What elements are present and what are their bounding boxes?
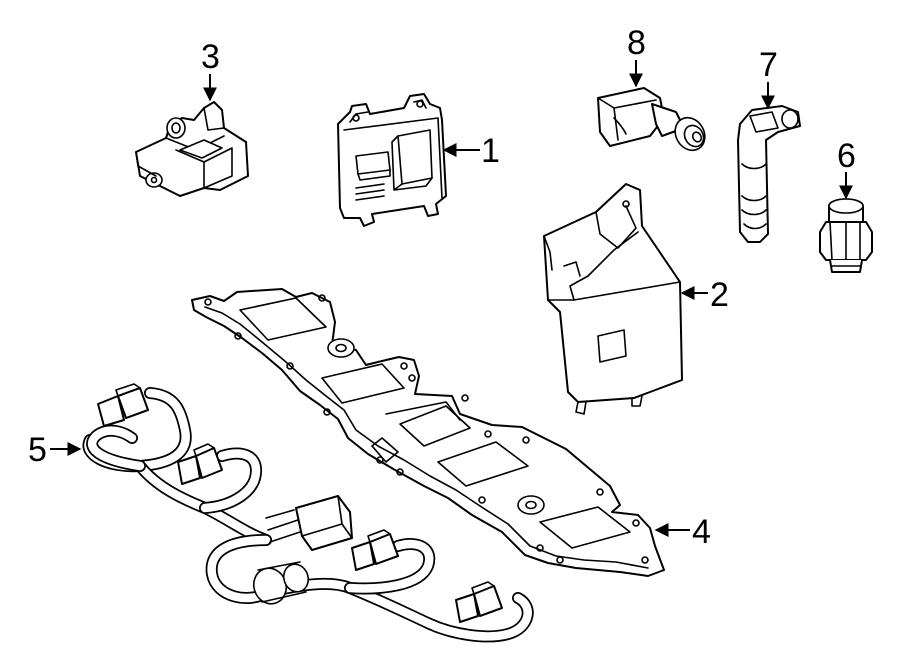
- callout-6: 6: [837, 137, 856, 175]
- callout-7: 7: [759, 46, 778, 84]
- module-bracket: [543, 183, 683, 415]
- position-sensor: [597, 87, 706, 152]
- callout-4: 4: [692, 513, 711, 551]
- wiring-harness: [82, 383, 534, 643]
- spark-plug-wire-boot: [737, 105, 801, 243]
- callout-2: 2: [710, 276, 729, 314]
- callout-3: 3: [201, 38, 220, 76]
- callout-5: 5: [28, 431, 47, 469]
- pressure-sensor: [819, 198, 873, 273]
- control-module: [337, 93, 447, 227]
- callout-labels: 1 2 3 4 5 6 7 8: [28, 24, 856, 551]
- callout-1: 1: [481, 132, 500, 170]
- ignition-coil: [135, 101, 249, 197]
- leader-lines: [50, 60, 853, 537]
- callout-8: 8: [627, 24, 646, 62]
- coil-mounting-plate: [191, 288, 665, 577]
